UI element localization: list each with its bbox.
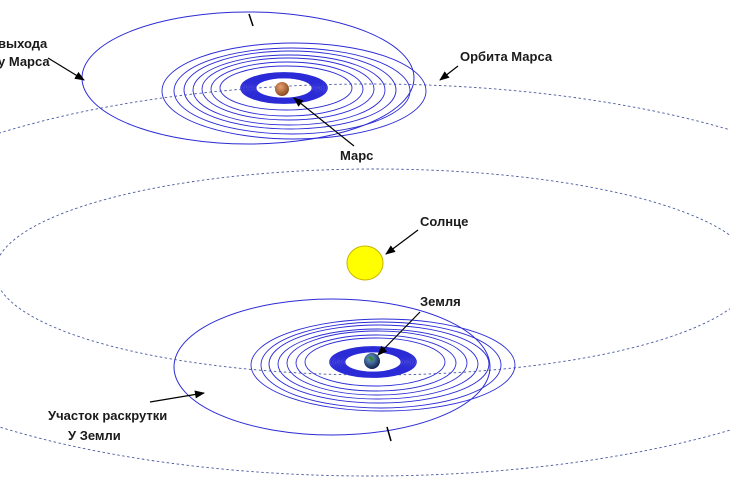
trajectory-ring — [329, 346, 417, 378]
earth-spiral-label-line1: Участок раскрутки — [48, 408, 167, 423]
earth-planet-icon — [364, 353, 380, 369]
trajectory-ring — [295, 334, 457, 392]
earth-spiral-label-line2: У Земли — [68, 428, 121, 443]
trajectory-ring — [161, 42, 427, 140]
trajectory-ring — [277, 328, 479, 400]
trajectory-outer-loop — [81, 11, 415, 145]
earth-label: Земля — [420, 294, 461, 309]
trajectory-ring — [260, 321, 502, 409]
mars-spiral-trajectory — [81, 11, 427, 145]
earth-transfer-tick — [386, 426, 392, 442]
trajectory-ring — [201, 57, 375, 121]
mars-exit-label-line1: выхода — [0, 36, 48, 51]
trajectory-ring — [219, 65, 353, 111]
mars-exit-label-line2: у Марса — [0, 54, 50, 69]
earth-arrow — [377, 311, 421, 356]
trajectory-ring — [304, 337, 446, 387]
mars-label: Марс — [340, 148, 373, 163]
trajectory-outer-loop — [173, 298, 491, 436]
mars-orbit-label: Орбита Марса — [460, 49, 553, 64]
mars-arrow — [293, 97, 355, 147]
mars-exit-arrow — [47, 57, 85, 81]
trajectory-ring — [183, 50, 397, 130]
callout-arrows — [47, 57, 459, 403]
mars-orbit-line — [0, 83, 730, 477]
trajectory-ring — [210, 61, 364, 117]
trajectory-ring — [286, 330, 468, 396]
sun-icon — [346, 245, 384, 281]
trajectory-ring — [192, 54, 386, 126]
trajectory-ring — [268, 324, 490, 404]
mars-transfer-tick — [248, 13, 254, 27]
earth-spiral-trajectory — [173, 298, 516, 436]
trajectory-ring — [250, 318, 516, 412]
trajectory-ring — [240, 72, 328, 104]
sun-label: Солнце — [420, 214, 468, 229]
trajectory-ring — [173, 47, 411, 135]
sun-arrow — [385, 229, 419, 255]
mars-planet-icon — [275, 82, 289, 96]
earth-spiral-arrow — [149, 390, 205, 403]
mars-orbit-arrow — [439, 65, 459, 81]
